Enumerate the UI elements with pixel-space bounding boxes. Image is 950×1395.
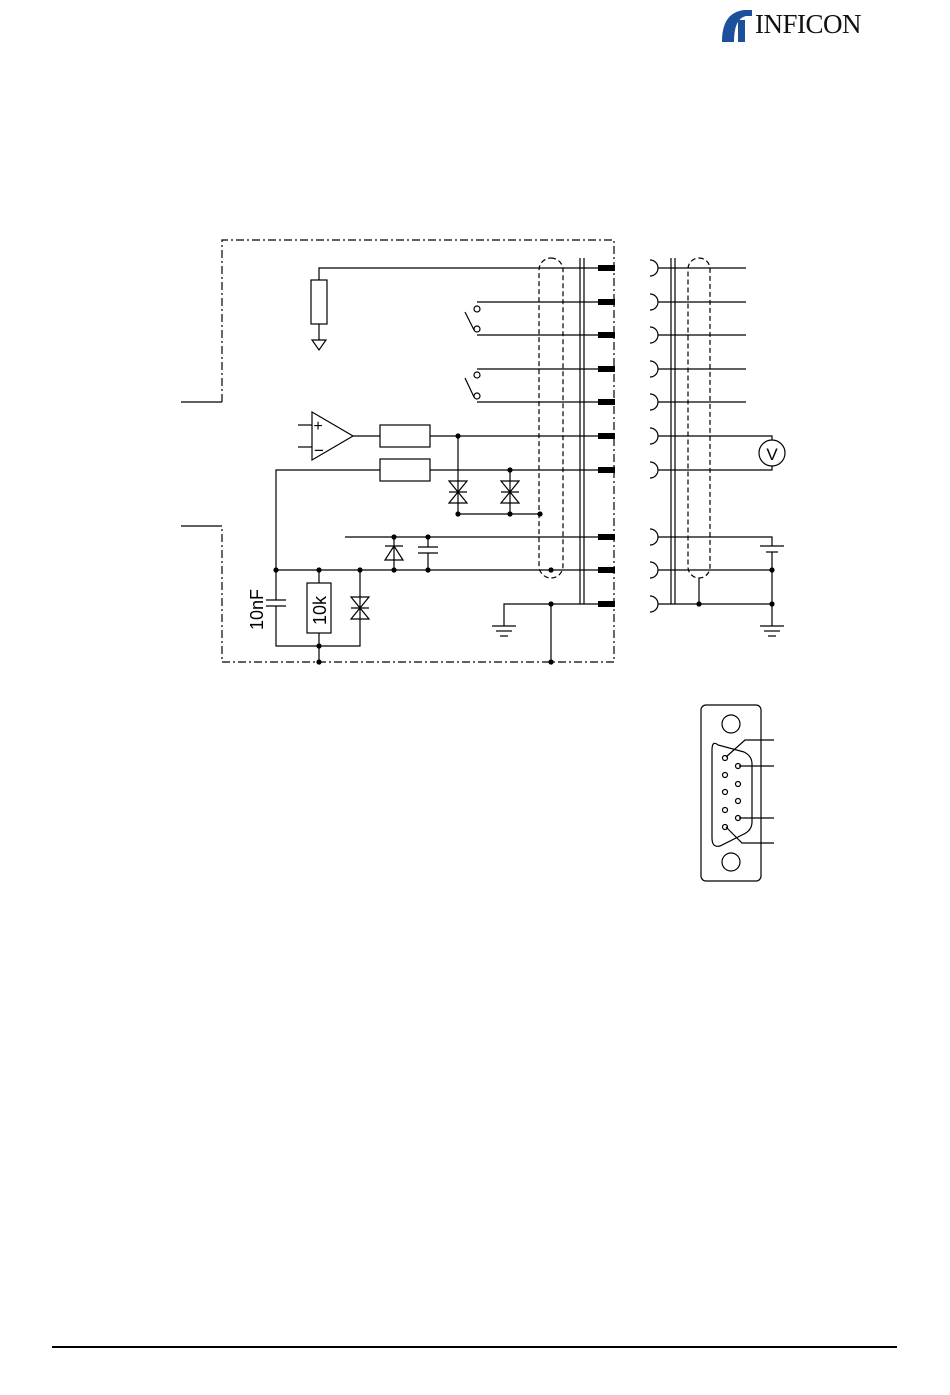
footer-rule [52,1346,897,1348]
op-amp-minus-label: − [314,441,324,460]
wire-pin1 [319,268,598,280]
op-amp-plus-label: + [313,418,322,435]
relay2-switch [465,378,474,397]
connector-pins [598,265,615,607]
cable-shield-internal [539,258,563,578]
dsub-mounting-hole-bottom [722,853,740,871]
relay1-switch [465,312,474,330]
wiring-schematic: + − V 10nF 10k [0,0,950,900]
cable-shield-external [688,258,710,578]
wire-return-down [276,470,380,570]
resistor-pin1 [311,280,327,324]
gauge-enclosure-outline [222,240,614,662]
voltmeter-label: V [766,445,778,464]
junction-dots [273,433,774,664]
resistor-10k-label: 10k [310,595,330,625]
resistor-output [380,425,430,447]
resistor-return [380,459,430,481]
capacitor-10nf-label: 10nF [247,589,267,630]
socket-contacts [650,260,658,612]
dsub-pins [723,756,741,830]
dsub-pin-frame [712,743,752,846]
ground-triangle-icon [312,340,326,350]
dsub-mounting-hole-top [722,715,740,733]
